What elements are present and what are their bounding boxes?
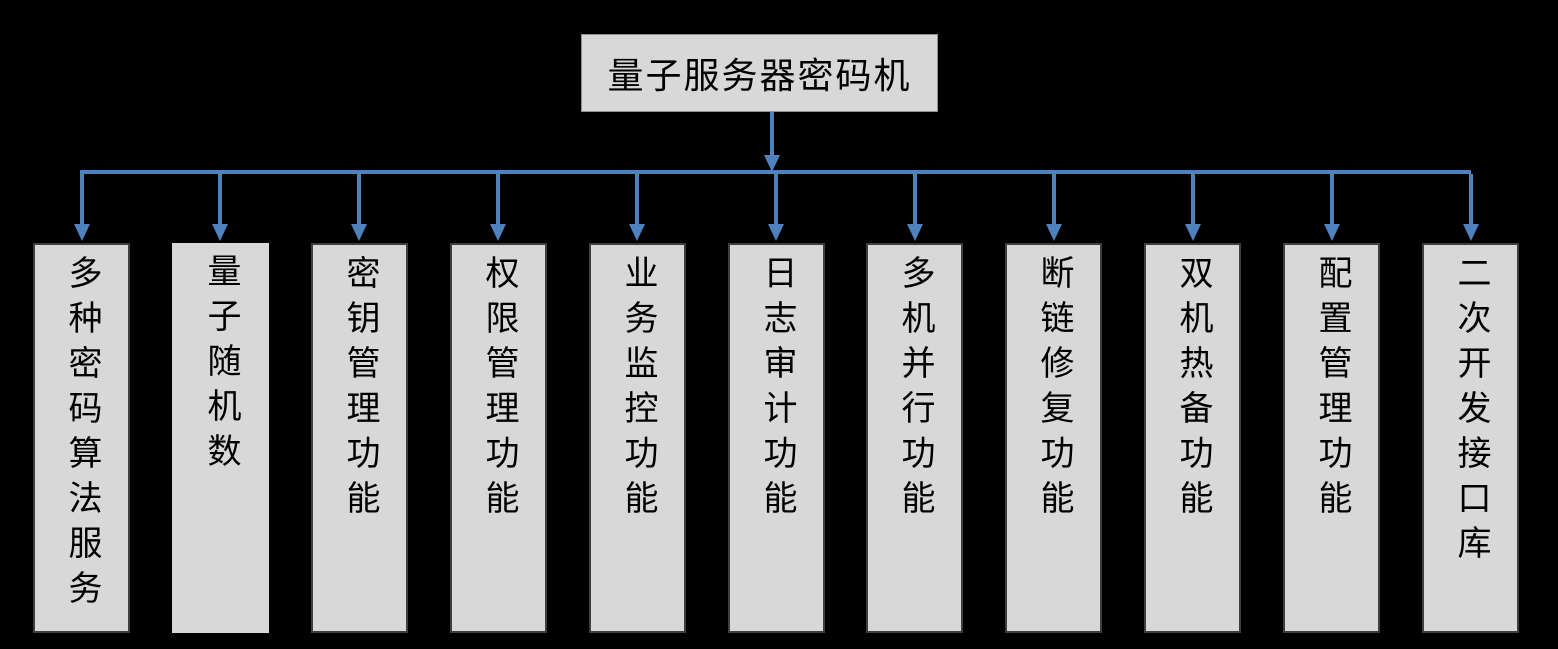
branch-arrowhead-icon (212, 224, 228, 241)
branch-line (496, 174, 500, 225)
leaf-node-hot-standby: 双机热备功能 (1144, 243, 1241, 633)
leaf-node-quantum-random: 量子随机数 (172, 243, 269, 633)
branch-arrowhead-icon (907, 224, 923, 241)
leaf-node-label: 多种密码算法服务 (63, 255, 100, 615)
branch-connector-3 (351, 174, 367, 241)
branch-connector-11 (1463, 174, 1479, 241)
branch-connector-6 (768, 174, 784, 241)
leaf-node-label: 量子随机数 (202, 253, 239, 478)
branch-line (218, 174, 222, 225)
branch-connector-8 (1046, 174, 1062, 241)
branch-arrowhead-icon (351, 224, 367, 241)
branch-connector-2 (212, 174, 228, 241)
branch-arrowhead-icon (1046, 224, 1062, 241)
leaf-node-config-mgmt: 配置管理功能 (1283, 243, 1380, 633)
branch-arrowhead-icon (629, 224, 645, 241)
leaf-node-multi-parallel: 多机并行功能 (866, 243, 963, 633)
branch-line (1330, 174, 1334, 225)
branch-line (357, 174, 361, 225)
branch-arrowhead-icon (768, 224, 784, 241)
branch-line (913, 174, 917, 225)
branch-arrowhead-icon (74, 224, 90, 241)
leaf-node-label: 密钥管理功能 (341, 255, 378, 525)
leaf-node-algorithm-services: 多种密码算法服务 (33, 243, 130, 633)
branch-connector-7 (907, 174, 923, 241)
leaf-node-label: 双机热备功能 (1174, 255, 1211, 525)
branch-arrowhead-icon (1185, 224, 1201, 241)
leaf-node-label: 业务监控功能 (619, 255, 656, 525)
leaf-node-sdk-library: 二次开发接口库 (1422, 243, 1519, 633)
root-node-label: 量子服务器密码机 (607, 56, 912, 96)
trunk-connector (764, 112, 780, 172)
branch-line (1052, 174, 1056, 225)
leaf-node-link-repair: 断链修复功能 (1005, 243, 1102, 633)
trunk-arrowhead-icon (764, 155, 780, 172)
branch-line (774, 174, 778, 225)
branch-arrowhead-icon (1324, 224, 1340, 241)
leaf-node-label: 配置管理功能 (1313, 255, 1350, 525)
leaf-node-business-monitor: 业务监控功能 (589, 243, 686, 633)
leaf-node-log-audit: 日志审计功能 (728, 243, 825, 633)
root-node: 量子服务器密码机 (581, 34, 938, 112)
leaf-node-label: 日志审计功能 (758, 255, 795, 525)
branch-line (80, 174, 84, 225)
leaf-node-permission-mgmt: 权限管理功能 (450, 243, 547, 633)
branch-arrowhead-icon (1463, 224, 1479, 241)
branch-connector-5 (629, 174, 645, 241)
branch-line (635, 174, 639, 225)
branch-connector-1 (74, 174, 90, 241)
leaf-node-label: 断链修复功能 (1035, 255, 1072, 525)
branch-line (1469, 174, 1473, 225)
leaf-node-label: 二次开发接口库 (1452, 255, 1489, 570)
leaf-node-label: 权限管理功能 (480, 255, 517, 525)
leaf-node-key-management: 密钥管理功能 (311, 243, 408, 633)
branch-connector-9 (1185, 174, 1201, 241)
branch-arrowhead-icon (490, 224, 506, 241)
trunk-line (770, 112, 774, 156)
branch-connector-10 (1324, 174, 1340, 241)
connector-bus-line (80, 170, 1471, 174)
branch-line (1191, 174, 1195, 225)
branch-connector-4 (490, 174, 506, 241)
leaf-node-label: 多机并行功能 (896, 255, 933, 525)
